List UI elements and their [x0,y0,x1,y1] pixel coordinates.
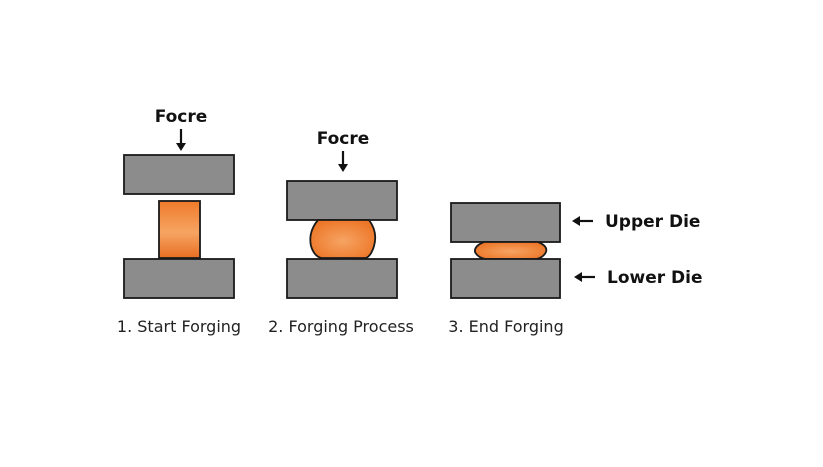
lower-die-label: Lower Die [607,268,703,288]
upper-die-3 [450,202,561,243]
stage-start-forging: Focre 1. Start Forging [117,107,241,336]
workpiece-2 [309,219,377,259]
step-label-1: 1. Start Forging [117,317,241,336]
force-label-1: Focre [155,107,208,127]
upper-die-2 [286,180,398,221]
upper-die-1 [123,154,235,195]
lower-die-pointer-icon [574,272,595,282]
force-arrow-icon-1 [176,129,186,151]
stage-forging-process: Focre 2. Forging Process [268,129,414,336]
workpiece-3 [474,241,548,260]
lower-die-2 [286,258,398,299]
step-label-2: 2. Forging Process [268,317,414,336]
force-arrow-icon-2 [338,151,348,172]
upper-die-pointer-icon [572,216,593,226]
force-label-2: Focre [317,129,370,149]
step-label-3: 3. End Forging [448,317,563,336]
stage-end-forging: 3. End Forging Upper Die Lower Die [448,202,703,336]
upper-die-label: Upper Die [605,212,700,232]
workpiece-1 [158,200,201,259]
lower-die-1 [123,258,235,299]
lower-die-3 [450,258,561,299]
